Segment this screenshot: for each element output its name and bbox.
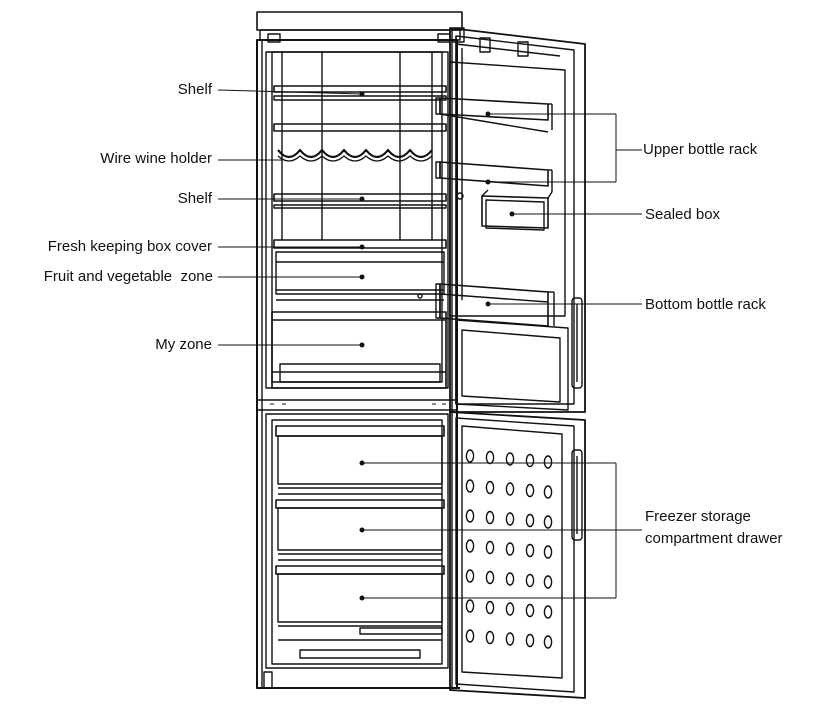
shelf-upper-mid	[273, 123, 447, 132]
label-freezer-line1: Freezer storage	[645, 508, 751, 525]
shelf-mid	[273, 193, 447, 209]
label-sealed-box: Sealed box	[645, 206, 721, 223]
fresh-keeping-box	[273, 239, 447, 301]
leader-dots-left	[359, 91, 365, 348]
label-fruit-veg-zone: Fruit and vegetable zone	[43, 268, 213, 285]
freezer-door-pattern	[465, 449, 553, 649]
fridge-cabinet	[256, 39, 458, 689]
label-upper-bottle-rack: Upper bottle rack	[643, 141, 758, 158]
fridge-top-cap	[256, 11, 463, 43]
label-my-zone: My zone	[155, 336, 212, 353]
leader-lines-right	[362, 113, 642, 599]
bottom-bottle-rack	[435, 283, 555, 327]
wire-wine-holder	[277, 148, 433, 162]
leader-dots-right	[359, 111, 515, 601]
leader-lines-left	[217, 89, 363, 346]
freezer-drawer-2	[275, 499, 445, 561]
label-shelf-mid: Shelf	[177, 190, 212, 207]
freezer-drawer-1	[275, 425, 445, 495]
my-zone-drawer	[271, 311, 447, 389]
upper-bottle-rack-1	[435, 97, 553, 133]
freezer-interior	[265, 413, 449, 669]
freezer-door	[449, 411, 586, 699]
upper-door	[449, 27, 586, 413]
freezer-drawer-3	[275, 565, 445, 659]
label-fresh-box-cover: Fresh keeping box cover	[47, 238, 212, 255]
upper-bottle-rack-2	[435, 161, 553, 192]
label-wire-wine-holder: Wire wine holder	[100, 150, 212, 167]
label-bottom-bottle-rack: Bottom bottle rack	[645, 296, 766, 313]
fridge-interior	[265, 51, 449, 389]
sealed-box	[456, 189, 553, 231]
label-shelf-top: Shelf	[177, 81, 212, 98]
fridge-base	[257, 671, 460, 689]
label-freezer-line2: compartment drawer	[645, 530, 783, 547]
